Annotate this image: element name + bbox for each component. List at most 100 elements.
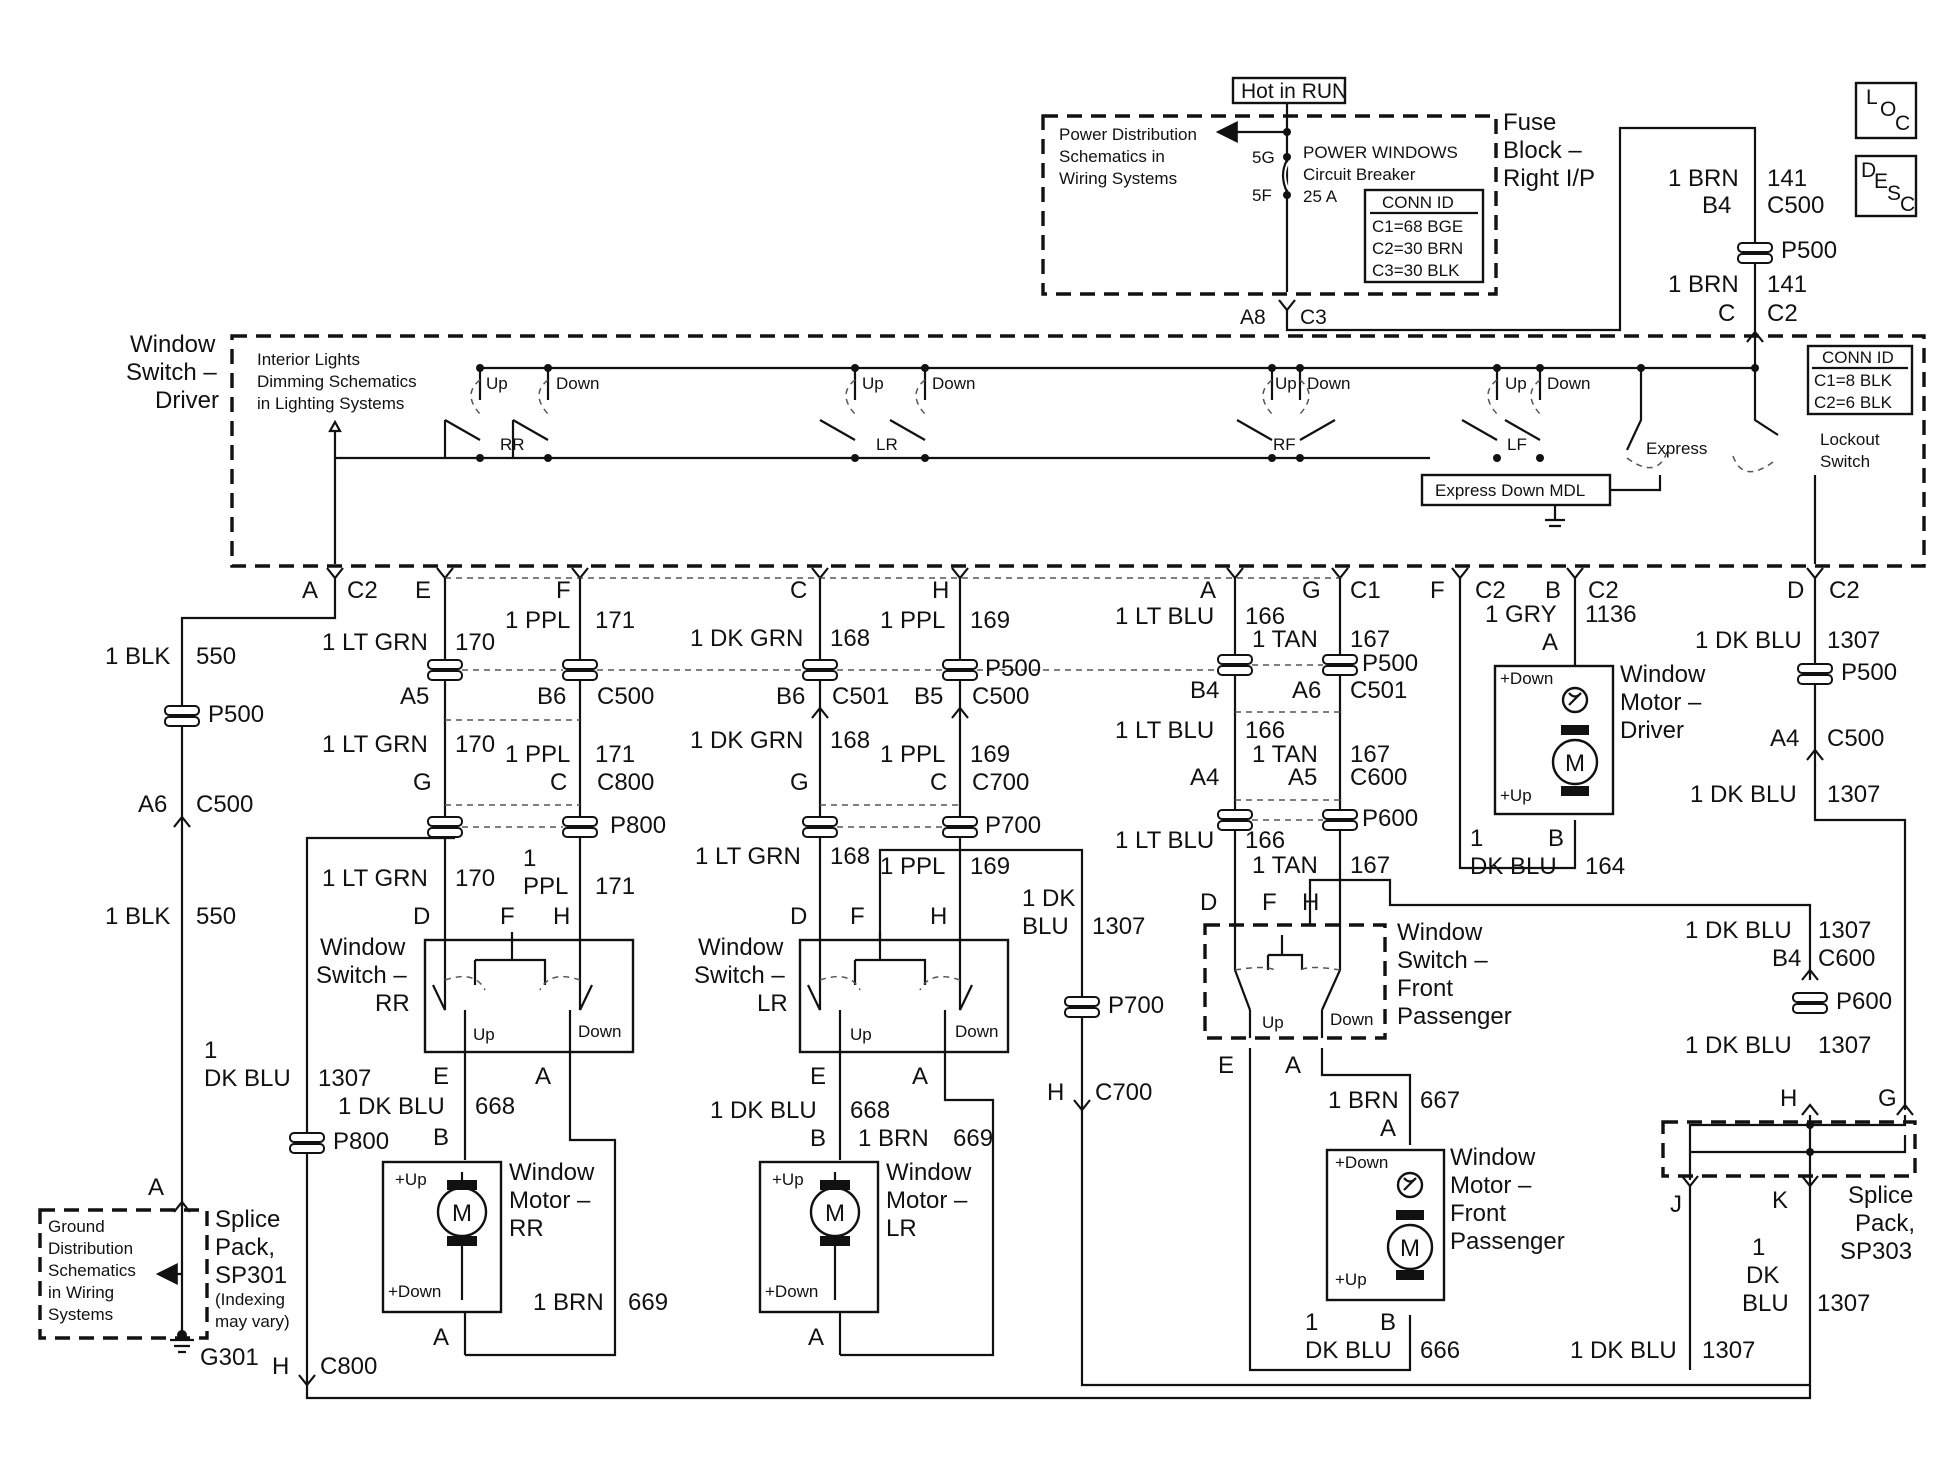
lr-switch-label: LR xyxy=(876,435,898,454)
svg-text:LR: LR xyxy=(757,990,788,1017)
lr-down-label: Down xyxy=(932,374,975,393)
svg-text:169: 169 xyxy=(970,741,1010,768)
fuse-conn-id-1: C1=68 BGE xyxy=(1372,217,1463,236)
svg-text:H: H xyxy=(1047,1079,1064,1106)
svg-text:H: H xyxy=(272,1353,289,1380)
svg-text:1: 1 xyxy=(1470,825,1483,852)
ground-g301: G301 xyxy=(200,1344,259,1371)
svg-text:168: 168 xyxy=(830,625,870,652)
svg-text:1 PPL: 1 PPL xyxy=(505,607,570,634)
svg-text:P800: P800 xyxy=(333,1128,389,1155)
express-label: Express xyxy=(1646,439,1707,458)
driver-conn-id-2: C2=6 BLK xyxy=(1814,393,1893,412)
svg-text:1 DK BLU: 1 DK BLU xyxy=(1685,1032,1792,1059)
svg-text:166: 166 xyxy=(1245,603,1285,630)
svg-text:M: M xyxy=(1565,750,1585,777)
svg-text:1 GRY: 1 GRY xyxy=(1485,601,1557,628)
svg-text:may vary): may vary) xyxy=(215,1312,290,1331)
svg-text:PPL: PPL xyxy=(523,873,568,900)
desc-icon[interactable]: D E S C xyxy=(1854,154,1918,218)
pin-c: C xyxy=(790,577,807,604)
svg-text:1 DK BLU: 1 DK BLU xyxy=(1695,627,1802,654)
svg-text:J: J xyxy=(1670,1191,1682,1218)
svg-text:P800: P800 xyxy=(610,812,666,839)
svg-text:1 LT GRN: 1 LT GRN xyxy=(322,731,428,758)
svg-text:1 PPL: 1 PPL xyxy=(505,741,570,768)
svg-text:1 LT BLU: 1 LT BLU xyxy=(1115,827,1214,854)
breaker-name-2: Circuit Breaker xyxy=(1303,165,1416,184)
svg-text:1307: 1307 xyxy=(318,1065,371,1092)
rf-circuit: 1 LT BLU 166 1 TAN 167 P500 B4 A6 C501 1… xyxy=(1115,578,1812,1372)
svg-text:166: 166 xyxy=(1245,827,1285,854)
svg-text:166: 166 xyxy=(1245,717,1285,744)
svg-text:F: F xyxy=(1262,889,1277,916)
feed-pin-b4: B4 xyxy=(1702,192,1731,219)
svg-text:A: A xyxy=(1380,1115,1396,1142)
loc-icon[interactable]: L O C xyxy=(1854,81,1918,140)
svg-text:+Down: +Down xyxy=(765,1282,818,1301)
svg-text:P500: P500 xyxy=(1841,659,1897,686)
fuse-block-title-1: Fuse xyxy=(1503,109,1556,136)
fuse-block-title-2: Block – xyxy=(1503,137,1582,164)
svg-text:1 TAN: 1 TAN xyxy=(1252,741,1318,768)
svg-text:P600: P600 xyxy=(1362,805,1418,832)
pin-f: F xyxy=(556,577,571,604)
svg-text:C700: C700 xyxy=(1095,1079,1152,1106)
conn-c2-a: C2 xyxy=(347,577,378,604)
svg-text:1 DK BLU: 1 DK BLU xyxy=(1570,1337,1677,1364)
svg-text:1 DK BLU: 1 DK BLU xyxy=(338,1093,445,1120)
rf-switch-label: RF xyxy=(1273,435,1296,454)
svg-text:C600: C600 xyxy=(1818,945,1875,972)
svg-text:669: 669 xyxy=(628,1289,668,1316)
svg-text:H: H xyxy=(930,903,947,930)
svg-text:Up: Up xyxy=(1262,1013,1284,1032)
svg-text:167: 167 xyxy=(1350,852,1390,879)
breaker-name-1: POWER WINDOWS xyxy=(1303,143,1458,162)
svg-text:B6: B6 xyxy=(776,683,805,710)
svg-text:1 BLK: 1 BLK xyxy=(105,643,170,670)
svg-text:D: D xyxy=(1200,889,1217,916)
svg-text:C700: C700 xyxy=(972,769,1029,796)
svg-text:C: C xyxy=(1895,112,1910,135)
svg-text:1307: 1307 xyxy=(1702,1337,1755,1364)
svg-text:Schematics: Schematics xyxy=(48,1261,136,1280)
svg-text:1 DK GRN: 1 DK GRN xyxy=(690,727,803,754)
svg-text:550: 550 xyxy=(196,643,236,670)
lf-circuit: 1 GRY 1136 A M +Down +Up Window Motor – … xyxy=(1458,578,1706,880)
svg-text:Window: Window xyxy=(1450,1144,1536,1171)
svg-text:Window: Window xyxy=(698,934,784,961)
svg-text:H: H xyxy=(1780,1085,1797,1112)
feed-wire-2: 1 BRN xyxy=(1668,271,1739,298)
pin-a-c2: A xyxy=(302,577,318,604)
svg-text:Motor –: Motor – xyxy=(509,1187,591,1214)
svg-text:B4: B4 xyxy=(1190,677,1219,704)
svg-text:B: B xyxy=(1548,825,1564,852)
svg-text:A4: A4 xyxy=(1770,725,1799,752)
svg-text:Driver: Driver xyxy=(1620,717,1684,744)
svg-text:1 BRN: 1 BRN xyxy=(533,1289,604,1316)
svg-text:Pack,: Pack, xyxy=(215,1234,275,1261)
svg-text:1 DK BLU: 1 DK BLU xyxy=(1685,917,1792,944)
svg-text:Motor –: Motor – xyxy=(886,1187,968,1214)
svg-text:+Up: +Up xyxy=(395,1170,427,1189)
svg-text:1307: 1307 xyxy=(1818,917,1871,944)
lr-up-label: Up xyxy=(862,374,884,393)
power-dist-ref-3: Wiring Systems xyxy=(1059,169,1177,188)
svg-text:167: 167 xyxy=(1350,626,1390,653)
svg-text:P700: P700 xyxy=(1108,992,1164,1019)
svg-text:D: D xyxy=(790,903,807,930)
svg-text:E: E xyxy=(1874,170,1888,193)
svg-text:1 LT GRN: 1 LT GRN xyxy=(322,629,428,656)
lr-circuit: 1 DK GRN 168 1 PPL 169 P500 B6 C501 B5 C… xyxy=(690,578,1810,1387)
svg-text:1 BLK: 1 BLK xyxy=(105,903,170,930)
svg-text:+Down: +Down xyxy=(1500,669,1553,688)
svg-text:1 LT BLU: 1 LT BLU xyxy=(1115,603,1214,630)
rf-down-label: Down xyxy=(1307,374,1350,393)
svg-text:1 TAN: 1 TAN xyxy=(1252,626,1318,653)
splice-pack-sp303: J K Splice Pack, SP303 1 DK BLU 1307 1 D… xyxy=(1570,1115,1917,1370)
svg-text:170: 170 xyxy=(455,629,495,656)
svg-text:C600: C600 xyxy=(1350,764,1407,791)
svg-text:669: 669 xyxy=(953,1125,993,1152)
svg-text:M: M xyxy=(1400,1235,1420,1262)
